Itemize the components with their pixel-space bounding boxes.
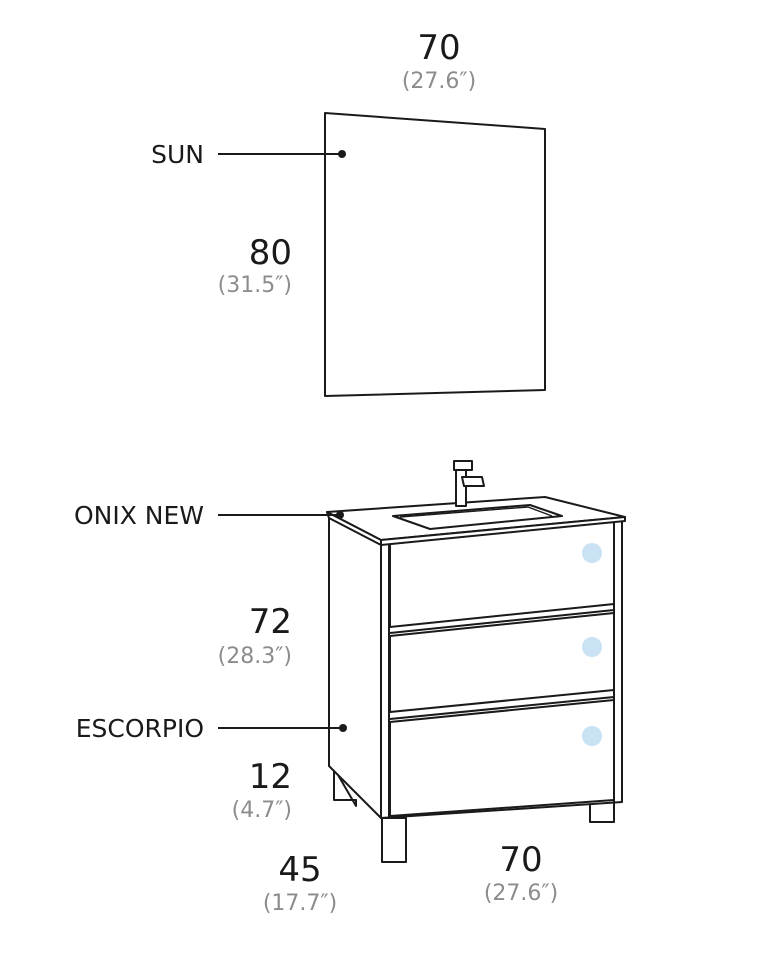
mirror-leader-dot xyxy=(338,150,346,158)
sink-bowl-inner xyxy=(399,506,553,518)
drawer-3-handle-dot xyxy=(582,726,602,746)
mirror-width-cm: 70 xyxy=(417,28,460,68)
front-left-leg xyxy=(381,817,407,863)
cabinet-width-inches: (27.6″) xyxy=(484,881,558,906)
mirror-drawing xyxy=(324,112,546,397)
cabinet-leader-dot xyxy=(339,724,347,732)
sink-bowl xyxy=(392,504,563,530)
mirror-height-cm: 80 xyxy=(249,233,292,273)
faucet-spout xyxy=(461,476,485,487)
drawer-1-handle-dot xyxy=(582,543,602,563)
mirror-width-inches: (27.6″) xyxy=(402,69,476,94)
basin-top-front-edge xyxy=(380,516,626,546)
drawer-1-gap xyxy=(389,609,615,634)
basin-label: ONIX NEW xyxy=(74,501,204,530)
faucet xyxy=(453,460,485,507)
drawer-3 xyxy=(389,699,615,817)
depth-cm: 45 xyxy=(278,850,321,890)
basin-leader-dot xyxy=(336,511,344,519)
depth-inches: (17.7″) xyxy=(263,891,337,916)
mirror-height-inches: (31.5″) xyxy=(218,273,292,298)
drawer-2-handle-dot xyxy=(582,637,602,657)
leg-height-cm: 12 xyxy=(249,757,292,797)
cabinet-height-cm: 72 xyxy=(249,602,292,642)
mirror-label: SUN xyxy=(151,140,204,169)
drawer-2 xyxy=(389,612,615,713)
faucet-lever xyxy=(453,460,473,471)
cabinet-height-inches: (28.3″) xyxy=(218,644,292,669)
cabinet-side-panel xyxy=(328,516,382,819)
vanity-drawing xyxy=(326,460,626,863)
cabinet-width-cm: 70 xyxy=(499,840,542,880)
drawer-2-gap xyxy=(389,696,615,720)
cabinet-label: ESCORPIO xyxy=(76,714,204,743)
leg-height-inches: (4.7″) xyxy=(232,798,292,823)
